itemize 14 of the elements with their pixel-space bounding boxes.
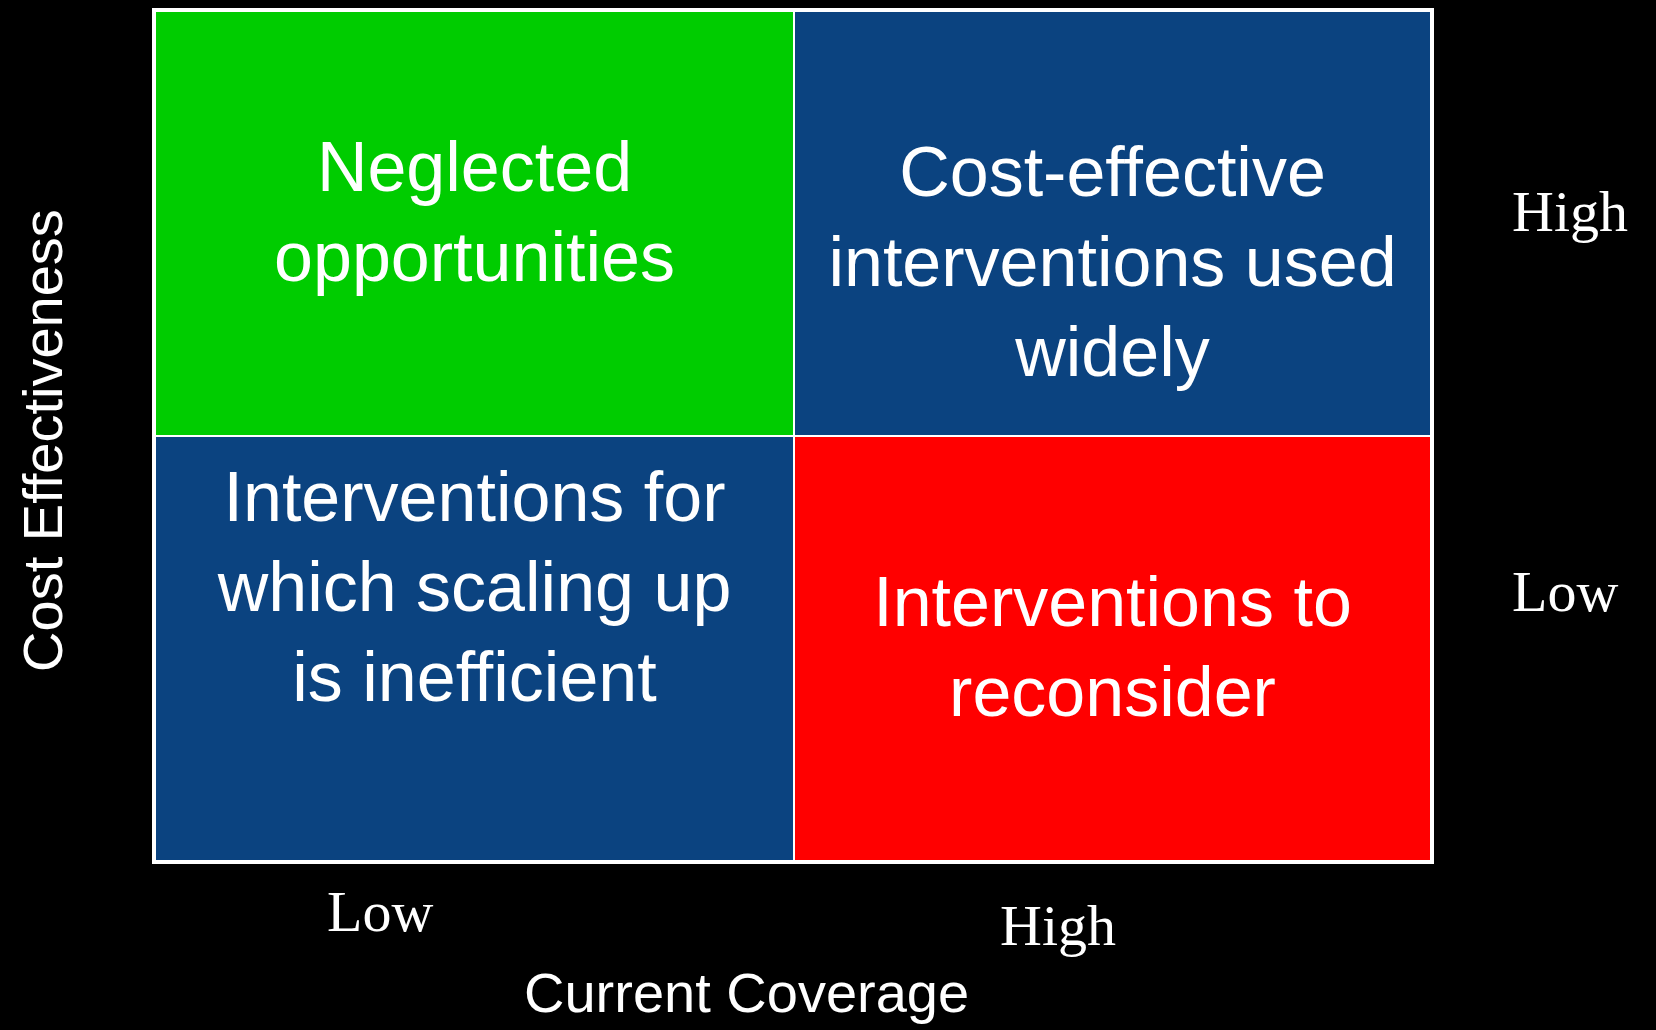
quadrant-box — [155, 11, 794, 436]
quadrant-title: Cost-effective interventions used widely — [827, 132, 1398, 393]
axis-tick-label: Low — [1512, 558, 1619, 625]
quadrant-box — [155, 436, 794, 861]
axis-title: Cost Effectiveness — [9, 208, 75, 672]
quadrant-box — [794, 11, 1431, 436]
quadrant-box — [794, 436, 1431, 861]
axis-tick-label: High — [1512, 178, 1628, 245]
quadrant-title: Interventions to reconsider — [872, 562, 1353, 733]
axis-tick-label: Low — [327, 878, 434, 945]
axis-title: Current Coverage — [524, 960, 970, 1025]
quadrant-title: Interventions for which scaling up is inefficient — [216, 457, 733, 718]
quadrant-title: Neglected opportunities — [273, 127, 676, 298]
axis-tick-label: High — [1000, 892, 1116, 959]
